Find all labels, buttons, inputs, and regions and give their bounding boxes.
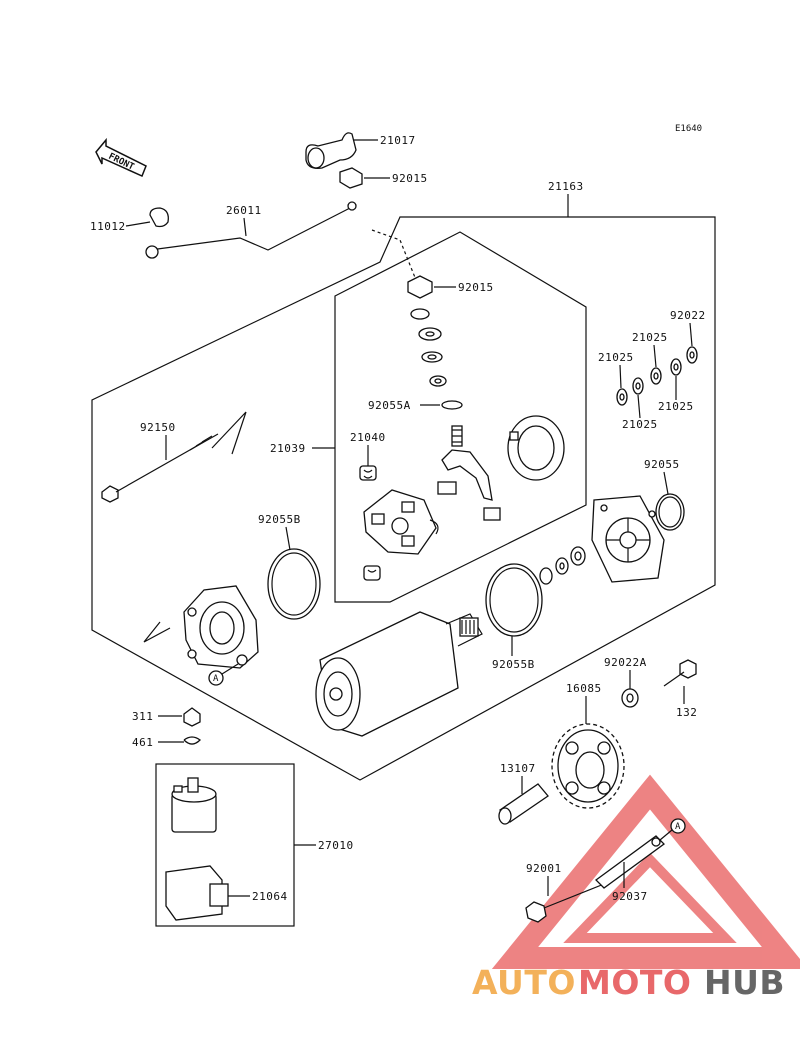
brush-holder-outline (334, 231, 587, 603)
label-13107: 13107 (500, 762, 536, 775)
callout-a-left (208, 670, 224, 686)
label-92001: 92001 (526, 862, 562, 875)
starter-motor (315, 611, 483, 737)
front-arrow-icon: FRONT (95, 137, 147, 178)
callout-a-right-text: A (675, 822, 681, 832)
watermark-triangle (491, 774, 800, 969)
label-92037: 92037 (612, 890, 648, 903)
starter-relay (171, 777, 217, 833)
label-26011: 26011 (226, 204, 262, 217)
watermark-auto: AUTO (472, 963, 576, 1002)
label-92055B-right: 92055B (492, 658, 535, 671)
o-ring (655, 493, 685, 531)
label-27010: 27010 (318, 839, 354, 852)
diagram-code: E1640 (675, 124, 702, 134)
label-92055B-left: 92055B (258, 513, 301, 526)
label-92055A: 92055A (368, 399, 411, 412)
label-16085: 16085 (566, 682, 602, 695)
label-92150: 92150 (140, 421, 176, 434)
label-132: 132 (676, 706, 697, 719)
label-21025-a: 21025 (632, 331, 668, 344)
brush-spring (359, 465, 377, 481)
bolt-132 (663, 659, 697, 687)
label-21017: 21017 (380, 134, 416, 147)
label-92015-mid: 92015 (458, 281, 494, 294)
watermark-hub: HUB (704, 963, 785, 1002)
label-21025-c: 21025 (658, 400, 694, 413)
front-cover (183, 585, 259, 669)
nut-311 (183, 707, 201, 727)
label-461: 461 (132, 736, 153, 749)
starter-assembly-outline (91, 216, 716, 781)
rear-cover (591, 495, 665, 583)
label-92022A: 92022A (604, 656, 647, 669)
brush-spring-lower (363, 565, 381, 581)
gear-shaft (498, 783, 549, 825)
label-11012: 11012 (90, 220, 126, 233)
watermark-logo: AUTO MOTO HUB (472, 963, 785, 1002)
label-92015-top: 92015 (392, 172, 428, 185)
label-21163: 21163 (548, 180, 584, 193)
watermark-moto: MOTO (578, 963, 691, 1002)
label-21025-d: 21025 (622, 418, 658, 431)
label-92055: 92055 (644, 458, 680, 471)
through-bolt (101, 433, 219, 503)
label-21039: 21039 (270, 442, 306, 455)
brush-plate (437, 425, 501, 521)
nut (339, 167, 363, 189)
o-ring-right (485, 563, 543, 637)
lock-washer (183, 736, 201, 745)
relay-cover (165, 865, 229, 921)
callout-a-right (670, 818, 686, 834)
label-21040: 21040 (350, 431, 386, 444)
terminal-nut (407, 275, 433, 299)
clamp-92037 (595, 835, 665, 889)
o-ring-left (267, 548, 321, 620)
callout-a-left-text: A (213, 674, 219, 684)
terminal-cap (305, 132, 357, 169)
label-311: 311 (132, 710, 153, 723)
starter-cable (145, 201, 357, 259)
label-21025-b: 21025 (598, 351, 634, 364)
label-92022: 92022 (670, 309, 706, 322)
label-21064: 21064 (252, 890, 288, 903)
idle-gear (551, 723, 625, 809)
brush-ring (507, 415, 565, 481)
brush-holder (363, 489, 439, 555)
bolt-92001 (525, 883, 605, 923)
